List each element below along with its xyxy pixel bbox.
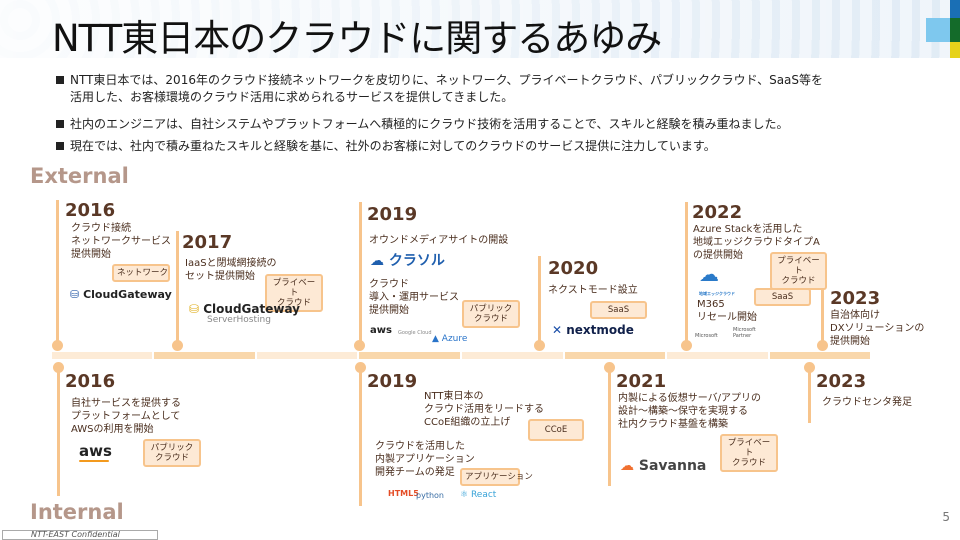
category-tag: パブリック クラウド [462, 300, 520, 328]
milestone-dot [681, 340, 692, 351]
milestone-dot [354, 340, 365, 351]
milestone-line [176, 231, 179, 345]
timeline-segment [770, 352, 870, 359]
category-tag: ネットワーク [112, 264, 170, 282]
edge-cloud-logo: ☁地域エッジクラウド [699, 262, 735, 296]
milestone-line [538, 256, 541, 345]
bullet-1-cont: 活用した、お客様環境のクラウド活用に求められるサービスを提供してきました。 [70, 90, 514, 104]
microsoft-logo: Microsoft [695, 333, 718, 339]
milestone-line [359, 366, 362, 506]
timeline-segment [257, 352, 357, 359]
milestone-dot [52, 340, 63, 351]
year-label: 2021 [616, 371, 667, 392]
category-tag: プライベート クラウド [720, 434, 778, 472]
savanna-logo: ☁ Savanna [620, 458, 707, 474]
milestone-text: クラウド導入・運用サービス提供開始 [369, 279, 459, 316]
year-label: 2022 [692, 202, 743, 223]
milestone-text: クラウドを活用した内製アプリケーション開発チームの発足 [375, 441, 475, 478]
year-label: 2016 [65, 371, 116, 392]
category-tag: SaaS [754, 288, 811, 306]
category-tag: CCoE [528, 419, 584, 441]
year-label: 2020 [548, 258, 599, 279]
bullet-1: NTT東日本では、2016年のクラウド接続ネットワークを皮切りに、ネットワーク、… [56, 72, 823, 89]
year-label: 2023 [816, 371, 867, 392]
year-label: 2019 [367, 371, 418, 392]
section-external: External [30, 164, 129, 188]
milestone-line [821, 282, 824, 345]
milestone-text: クラウドセンタ発足 [822, 397, 912, 408]
timeline-segment [52, 352, 152, 359]
milestone-text: IaaSと閉域網接続のセット提供開始 [185, 258, 277, 282]
milestone-text: オウンドメディアサイトの開設 [369, 235, 509, 246]
bullet-3: 現在では、社内で積み重ねたスキルと経験を基に、社外のお客様に対してのクラウドのサ… [56, 138, 716, 155]
milestone-line [685, 202, 688, 345]
python-logo: python [416, 491, 444, 500]
year-label: 2017 [182, 232, 233, 253]
year-label: 2016 [65, 200, 116, 221]
bullet-2: 社内のエンジニアは、自社システムやプラットフォームへ積極的にクラウド技術を活用す… [56, 116, 788, 133]
page-number: 5 [942, 510, 950, 524]
timeline-segment [667, 352, 768, 359]
kurasoru-logo: ☁ クラソル [370, 253, 445, 269]
cloudgateway-logo: ⛁ CloudGateway [70, 288, 172, 301]
google-cloud-logo: Google Cloud [398, 330, 432, 336]
category-tag: プライベート クラウド [265, 274, 323, 312]
milestone-line [359, 202, 362, 345]
page-title: NTT東日本のクラウドに関するあゆみ [52, 17, 662, 60]
timeline-segment [359, 352, 460, 359]
corner-square-blue [950, 0, 960, 18]
header-pattern [0, 0, 960, 58]
timeline-segment [154, 352, 255, 359]
milestone-text: ネクストモード設立 [548, 285, 638, 296]
microsoft-partner-logo: Microsoft Partner [733, 327, 756, 339]
section-internal: Internal [30, 500, 124, 524]
azure-logo: ▲ Azure [432, 334, 468, 344]
aws-logo: aws [370, 325, 392, 336]
timeline-segment [462, 352, 563, 359]
milestone-line [808, 366, 811, 423]
corner-square-yellow [950, 42, 960, 58]
milestone-dot [172, 340, 183, 351]
aws-logo: aws [79, 442, 112, 462]
corner-square-green [950, 18, 960, 42]
category-tag: パブリック クラウド [143, 439, 201, 467]
category-tag: SaaS [590, 301, 647, 319]
milestone-dot [534, 340, 545, 351]
confidential-label: NTT-EAST Confidential [2, 530, 158, 540]
category-tag: プライベート クラウド [770, 252, 827, 290]
timeline-segment [565, 352, 665, 359]
milestone-line [608, 366, 611, 486]
year-label: 2023 [830, 288, 881, 309]
react-logo: ⚛ React [460, 490, 497, 500]
html5-logo: HTML5 [388, 489, 419, 498]
year-label: 2019 [367, 204, 418, 225]
category-tag: アプリケーション [460, 468, 533, 486]
milestone-text: 内製による仮想サーバ/アプリの設計～構築～保守を実現する社内クラウド基盤を構築 [618, 393, 761, 430]
milestone-dot [817, 340, 828, 351]
corner-square-lightblue [926, 18, 950, 42]
milestone-line [57, 366, 60, 496]
nextmode-logo: ✕ nextmode [552, 323, 634, 337]
milestone-line [56, 200, 59, 345]
milestone-text: クラウド接続ネットワークサービス提供開始 [71, 223, 171, 260]
